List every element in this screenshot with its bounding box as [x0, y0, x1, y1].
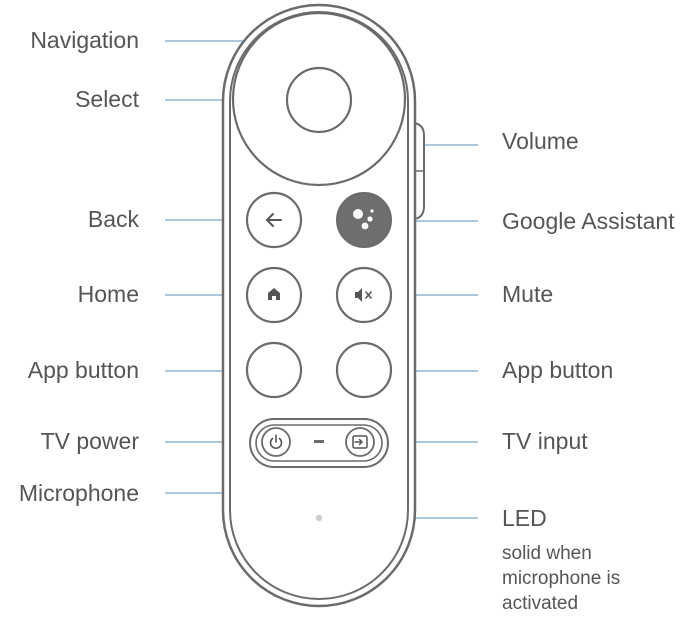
label-navigation: Navigation: [30, 27, 139, 53]
mute-icon: [355, 288, 372, 302]
back-button[interactable]: [245, 191, 303, 249]
label-home: Home: [77, 281, 139, 307]
label-volume: Volume: [502, 128, 579, 154]
home-button[interactable]: [245, 266, 303, 324]
label-led: LED: [502, 505, 547, 531]
home-icon: [268, 288, 280, 300]
label-app-button-left: App button: [27, 357, 139, 383]
google-assistant-icon: [353, 209, 374, 230]
google-assistant-button[interactable]: [336, 192, 392, 248]
label-back: Back: [87, 206, 139, 232]
label-tv-power: TV power: [40, 428, 139, 454]
tv-input-button[interactable]: [345, 427, 375, 457]
app-button-right[interactable]: [335, 341, 393, 399]
power-icon: [269, 434, 283, 450]
mute-button[interactable]: [335, 266, 393, 324]
led-note: solid when microphone is activated: [502, 541, 620, 616]
label-app-button-right: App button: [502, 357, 614, 383]
assistant-button-circle[interactable]: [336, 192, 392, 248]
arrow-left-icon: [266, 213, 282, 227]
led-note-line-3: activated: [502, 593, 579, 614]
tv-power-button[interactable]: [261, 427, 291, 457]
mute-button-circle[interactable]: [335, 266, 393, 324]
select-button[interactable]: [285, 66, 353, 134]
input-icon: [352, 435, 368, 449]
led-dot: [315, 514, 323, 522]
label-google-assistant: Google Assistant: [502, 208, 675, 234]
label-microphone: Microphone: [18, 480, 139, 506]
label-tv-input: TV input: [502, 428, 588, 454]
microphone-slot: [314, 440, 324, 443]
label-mute: Mute: [502, 281, 554, 307]
app-button-left[interactable]: [245, 341, 303, 399]
label-select: Select: [75, 86, 139, 112]
led-note-line-1: solid when: [502, 543, 592, 564]
led-note-line-2: microphone is: [502, 568, 621, 589]
